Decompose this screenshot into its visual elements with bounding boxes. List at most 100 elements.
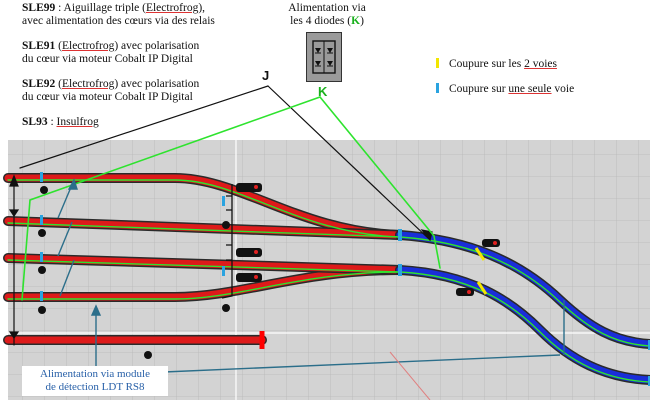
- signal-4-lamp: [493, 241, 497, 245]
- wire-j-to-frog: [267, 85, 431, 241]
- black-wires-j: [8, 85, 433, 346]
- track-siding-2: [4, 217, 404, 239]
- note-text: (: [55, 78, 62, 90]
- wire-k-to-frog: [319, 96, 435, 237]
- note-text-post: ),: [198, 2, 206, 14]
- legend-underlined: une seule: [508, 83, 552, 95]
- wire-k-to-left: [21, 96, 321, 301]
- legend-swatch-blue: [436, 83, 439, 93]
- label-k: K: [318, 84, 328, 99]
- relay-wire-2: [226, 195, 232, 261]
- teal-wire-to-module: [163, 354, 561, 373]
- note-line2: avec alimentation des cœurs via des rela…: [22, 15, 215, 27]
- motor-8: [485, 239, 491, 245]
- motor-6: [222, 221, 230, 229]
- signal-1: [236, 183, 262, 192]
- legend-swatch-yellow: [436, 58, 439, 68]
- cut-blue-9: [648, 340, 650, 350]
- note-text-post: ) avec polarisation: [114, 78, 200, 90]
- signal-1-lamp: [254, 185, 258, 189]
- note-code: SLE99: [22, 2, 56, 14]
- teal-arrow-2: [90, 304, 102, 316]
- legend-text: Coupure sur: [449, 83, 509, 95]
- note-sle92: SLE92 (Electrofrog) avec polarisation du…: [22, 78, 322, 104]
- green-feed-4: [7, 271, 401, 300]
- note-code: SLE91: [22, 40, 56, 52]
- motor-1: [40, 186, 48, 194]
- note-code: SLE92: [22, 78, 56, 90]
- note-link: Insulfrog: [56, 116, 99, 128]
- wire-j-to-left: [19, 85, 269, 169]
- green-feed-2: [7, 222, 401, 238]
- cut-blue-8: [222, 266, 225, 276]
- alimentation-letter: K: [351, 15, 361, 27]
- cut-blue-7: [222, 196, 225, 206]
- alimentation-diodes-label: Alimentation via les 4 diodes (K): [272, 2, 382, 28]
- callout-line1: Alimentation via module: [40, 368, 150, 380]
- arrow-j-bottom: [8, 331, 20, 340]
- motor-7: [222, 304, 230, 312]
- signal-2: [236, 248, 262, 257]
- note-link: Electrofrog: [61, 40, 115, 52]
- cut-blue-6: [40, 291, 43, 301]
- cut-blue-3: [40, 172, 43, 182]
- green-feed-6: [399, 271, 650, 383]
- green-wires-k: [21, 96, 441, 301]
- note-sle99: SLE99 : Aiguillage triple (Electrofrog),…: [22, 2, 322, 28]
- signal-3-lamp: [254, 275, 258, 279]
- green-feed-1: [7, 179, 401, 238]
- signal-5: [456, 288, 474, 296]
- motor-4: [38, 306, 46, 314]
- note-link: Electrofrog: [145, 2, 199, 14]
- cut-yellow-1: [474, 247, 486, 261]
- frog-wiring: [221, 184, 233, 299]
- note-line2: du cœur via moteur Cobalt IP Digital: [22, 91, 193, 103]
- motor-3: [38, 266, 46, 274]
- notes-panel: SLE99 : Aiguillage triple (Electrofrog),…: [22, 2, 322, 141]
- signal-2-lamp: [254, 250, 258, 254]
- arrow-j-2: [8, 209, 20, 218]
- cut-blue-5: [40, 252, 43, 262]
- teal-wires: [57, 178, 565, 373]
- legend-text: Coupure sur les: [449, 58, 525, 70]
- teal-wire-3: [59, 259, 75, 297]
- legend-underlined: 2 voies: [524, 58, 557, 70]
- diode-bridge-icon: [306, 32, 342, 82]
- teal-wire-2: [57, 221, 73, 257]
- arrow-j-top: [9, 174, 19, 187]
- point-motors: [38, 186, 491, 359]
- cut-blue-2: [398, 264, 402, 276]
- note-code: SL93: [22, 116, 48, 128]
- note-text: (: [55, 40, 62, 52]
- alimentation-line2-post: ): [360, 15, 364, 27]
- legend-text-post: voie: [551, 83, 575, 95]
- note-text: :: [47, 116, 57, 128]
- motor-5: [144, 351, 152, 359]
- note-text-post: ) avec polarisation: [114, 40, 200, 52]
- label-j: J: [262, 68, 270, 83]
- red-guide-line: [389, 351, 431, 400]
- cut-yellow-2: [476, 281, 488, 295]
- motor-9: [459, 288, 465, 294]
- signal-3: [236, 273, 262, 282]
- cut-markers: [40, 172, 650, 386]
- wire-k-frog-link: [433, 235, 441, 269]
- motor-2: [38, 229, 46, 237]
- note-sle91: SLE91 (Electrofrog) avec polarisation du…: [22, 40, 322, 66]
- legend-item-two-tracks: Coupure sur les 2 voies: [436, 58, 557, 70]
- arrow-j-frog: [420, 229, 433, 242]
- signal-5-lamp: [467, 290, 471, 294]
- track-main-upper: [396, 231, 650, 348]
- cut-blue-4: [40, 215, 43, 225]
- alimentation-line1: Alimentation via: [288, 2, 366, 14]
- signal-4: [482, 239, 500, 247]
- alimentation-line2: les 4 diodes (: [290, 15, 352, 27]
- note-sl93: SL93 : Insulfrog: [22, 116, 322, 129]
- callout-line2: de détection LDT RS8: [45, 381, 145, 393]
- note-line2: du cœur via moteur Cobalt IP Digital: [22, 53, 193, 65]
- note-text: : Aiguillage triple (: [55, 2, 146, 14]
- note-link: Electrofrog: [61, 78, 115, 90]
- track-main-lower: [396, 266, 650, 384]
- detection-module-callout: Alimentation via module de détection LDT…: [22, 366, 168, 396]
